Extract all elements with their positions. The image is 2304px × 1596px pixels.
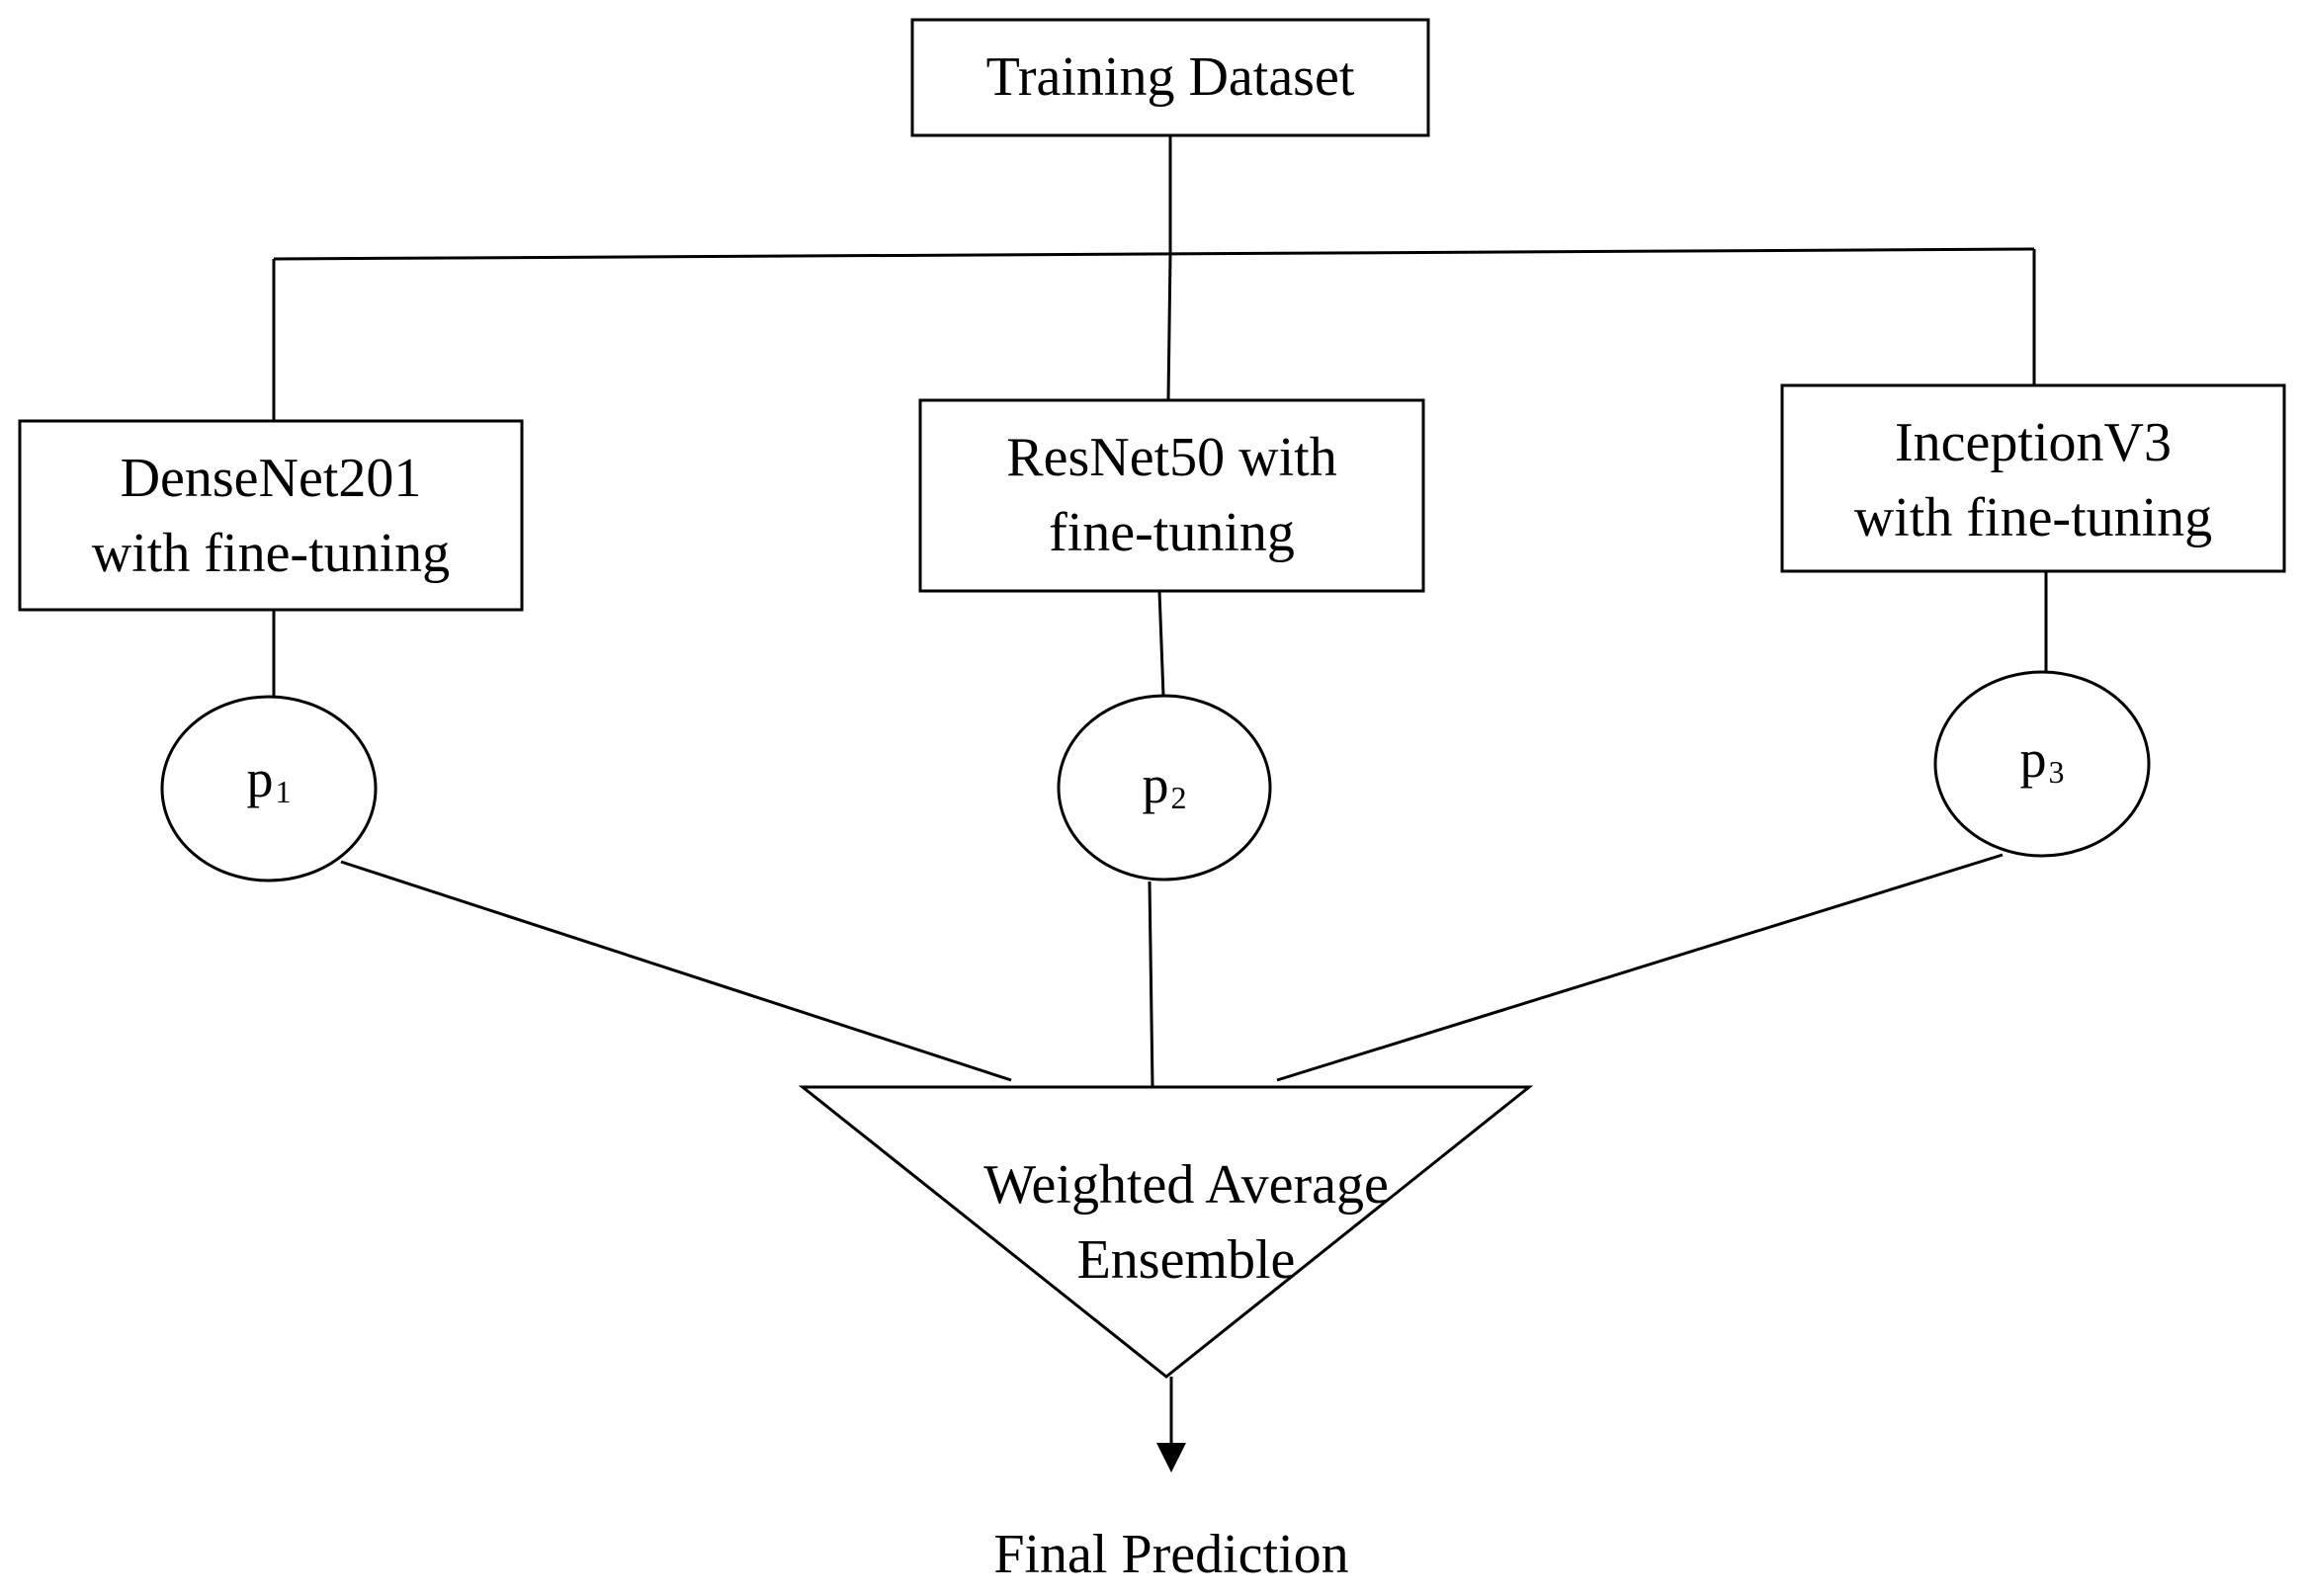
inception-line2: with fine-tuning xyxy=(1853,487,2213,548)
ensemble-triangle xyxy=(798,1085,1534,1379)
resnet-line2: fine-tuning xyxy=(1049,502,1295,563)
training-dataset-label: Training Dataset xyxy=(912,40,1428,115)
ensemble-line2: Ensemble xyxy=(1076,1229,1296,1291)
connector-to-resnet xyxy=(1166,254,1172,401)
final-prediction-label: Final Prediction xyxy=(890,1517,1453,1592)
p3-node xyxy=(1933,670,2151,858)
p2-base: p xyxy=(1142,755,1169,814)
densenet-line1: DenseNet201 xyxy=(120,448,422,509)
resnet-label: ResNet50 with fine-tuning xyxy=(920,420,1423,570)
p3-base: p xyxy=(2019,729,2047,789)
connector-distribution-bar xyxy=(273,247,2035,261)
p2-label: p2 xyxy=(1066,755,1263,821)
densenet-line2: with fine-tuning xyxy=(91,523,451,584)
connector-p2-ensemble xyxy=(1148,881,1154,1088)
p2-subscript: 2 xyxy=(1170,780,1187,815)
densenet-label: DenseNet201 with fine-tuning xyxy=(20,441,522,591)
resnet-box xyxy=(918,398,1425,593)
p1-base: p xyxy=(246,749,274,808)
p1-subscript: 1 xyxy=(275,774,292,809)
p1-label: p1 xyxy=(170,749,368,815)
densenet-box xyxy=(18,419,524,612)
ensemble-label: Weighted Average Ensemble xyxy=(890,1147,1483,1298)
p3-label: p3 xyxy=(1943,729,2141,796)
inception-label: InceptionV3 with fine-tuning xyxy=(1782,405,2284,555)
training-dataset-text: Training Dataset xyxy=(985,46,1355,108)
resnet-line1: ResNet50 with xyxy=(1006,427,1337,488)
inception-box xyxy=(1780,383,2286,573)
p2-node xyxy=(1057,694,1272,882)
connector-resnet-p2 xyxy=(1157,590,1165,697)
inception-line1: InceptionV3 xyxy=(1895,412,2172,473)
final-prediction-text: Final Prediction xyxy=(993,1524,1349,1585)
p1-node xyxy=(160,695,378,882)
connector-p3-ensemble xyxy=(1276,853,2004,1082)
connector-p1-ensemble xyxy=(340,860,1012,1082)
p3-subscript: 3 xyxy=(2048,754,2065,790)
ensemble-line1: Weighted Average xyxy=(983,1154,1389,1216)
